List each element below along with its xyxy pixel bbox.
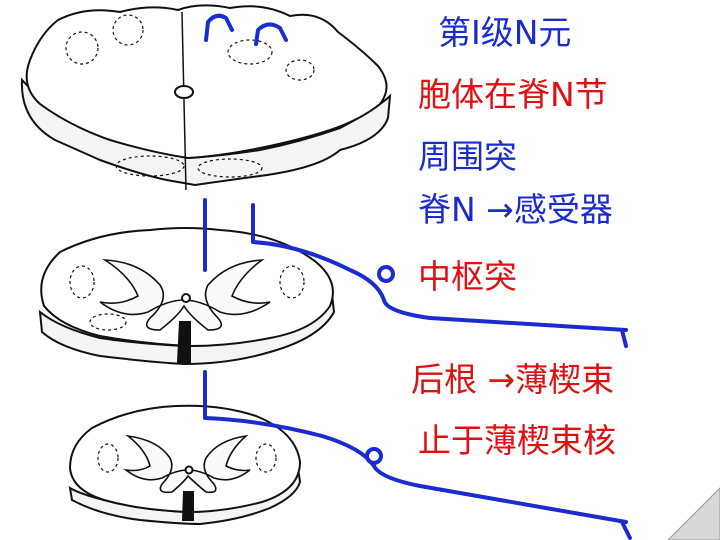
ascending-fiber-3 (203, 370, 628, 524)
upper-section (20, 4, 392, 191)
upper-section-top (25, 4, 388, 160)
label-level: 第Ⅰ级N元 (438, 13, 572, 52)
nucleus-terminal-left (204, 13, 234, 42)
page-curl (667, 487, 720, 540)
label-central: 中枢突 (418, 257, 517, 296)
nucleus-terminal-right (254, 22, 288, 46)
middle-central-canal (181, 293, 191, 303)
middle-section-top (40, 227, 334, 348)
middle-section (38, 227, 336, 366)
upper-midline (181, 11, 187, 191)
lower-grey-matter (123, 434, 251, 494)
lower-anterior-fissure (181, 491, 194, 521)
ascending-fiber-2 (251, 203, 628, 332)
lower-central-canal (184, 465, 194, 475)
spinal-ganglion-2 (365, 447, 383, 465)
label-peripheral-path: 脊N →感受器 (418, 190, 613, 229)
peripheral-stub-1 (620, 328, 628, 348)
middle-section-side (38, 290, 336, 366)
spinal-ganglion-1 (377, 265, 395, 283)
label-root-path: 后根 →薄楔束 (411, 360, 615, 399)
peripheral-stub-2 (620, 520, 632, 540)
label-cell-body: 胞体在脊N节 (418, 75, 608, 114)
middle-grey-matter (99, 259, 271, 331)
upper-central-canal (174, 85, 194, 99)
neuron-pathway (203, 13, 632, 540)
lower-section (68, 404, 302, 526)
middle-anterior-fissure (176, 321, 191, 363)
label-peripheral: 周围突 (418, 137, 517, 176)
ganglion-markers (365, 265, 395, 465)
label-termination: 止于薄楔束核 (418, 421, 616, 460)
lower-section-top (68, 404, 302, 514)
